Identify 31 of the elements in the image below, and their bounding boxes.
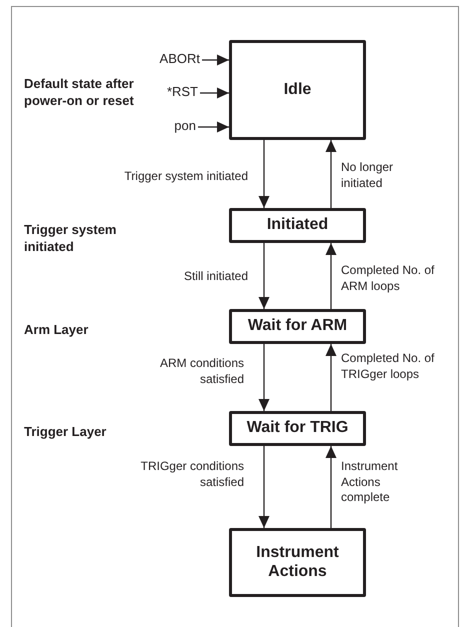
arrow	[200, 88, 229, 98]
state-box: Wait for TRIG	[229, 411, 366, 446]
signal-label: *RST	[144, 85, 198, 98]
layer-label: Default state after power-on or reset	[24, 76, 135, 110]
edge-label: Completed No. of TRIGger loops	[341, 351, 436, 382]
edge-label: Trigger system initiated	[123, 169, 248, 185]
arrow	[258, 243, 270, 309]
edge-label: Completed No. of ARM loops	[341, 263, 436, 294]
arrow	[258, 140, 270, 208]
arrow	[326, 446, 336, 528]
layer-label: Trigger system initiated	[24, 222, 118, 256]
signal-label: pon	[144, 119, 196, 132]
arrow	[202, 54, 229, 66]
edge-label: TRIGger conditions satisfied	[140, 459, 244, 490]
layer-label: Arm Layer	[24, 322, 90, 339]
edge-label: ARM conditions satisfied	[158, 356, 244, 388]
state-box: Initiated	[229, 208, 366, 243]
arrow	[326, 344, 336, 411]
signal-label: ABORt	[144, 52, 200, 65]
arrow	[198, 122, 229, 132]
arrow	[258, 344, 270, 411]
arrow	[326, 140, 336, 208]
edge-label: Still initiated	[182, 269, 248, 285]
state-box: Idle	[229, 40, 366, 140]
arrow	[326, 243, 336, 309]
state-box: Wait for ARM	[229, 309, 366, 344]
edge-label: Instrument Actions complete	[341, 459, 399, 506]
layer-label: Trigger Layer	[24, 424, 108, 441]
state-box: Instrument Actions	[229, 528, 366, 597]
arrow	[258, 446, 270, 528]
edge-label: No longer initiated	[341, 160, 394, 192]
